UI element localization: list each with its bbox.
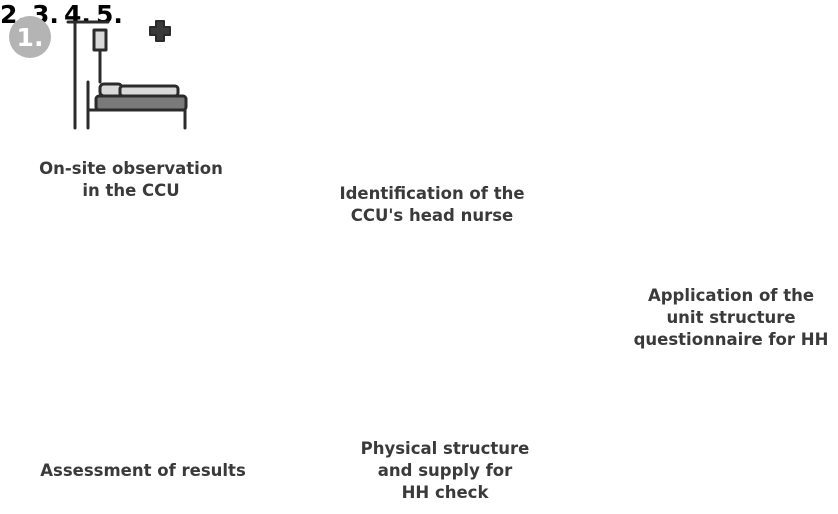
step-2-label-line-2: CCU's head nurse — [350, 206, 514, 225]
step-4-label-line-1: Physical structure — [360, 439, 530, 458]
step-1-label: On-site observation in the CCU — [16, 158, 246, 202]
step-5-label-line-1: Assessment of results — [40, 461, 246, 480]
step-1-label-line-2: in the CCU — [82, 181, 180, 200]
arrow-4-to-5: 5. On-site observation in the CCU Identi… — [39, 0, 828, 502]
step-4-badge: 4. — [64, 0, 96, 29]
step-4-label: Physical structure and supply for HH che… — [340, 438, 550, 504]
step-2-label-line-1: Identification of the — [339, 184, 525, 203]
step-3-label-line-1: Application of the — [647, 286, 815, 305]
step-4-label-line-3: HH check — [401, 483, 489, 502]
step-5-number: 5. — [96, 0, 123, 29]
step-1-badge: 1. — [9, 16, 51, 58]
step-3-label-line-3: questionnaire for HH — [633, 330, 829, 349]
step-1-number: 1. — [17, 23, 44, 52]
step-1-label-line-1: On-site observation — [39, 159, 223, 178]
hospital-bed-icon — [66, 20, 188, 130]
step-3-label: Application of the unit structure questi… — [626, 285, 836, 351]
step-4-number: 4. — [64, 0, 91, 29]
step-4-label-line-2: and supply for — [377, 461, 513, 480]
step-5-label: Assessment of results — [22, 460, 264, 482]
step-2-label: Identification of the CCU's head nurse — [318, 183, 546, 227]
arrow-2-to-3: 3. 4. — [32, 0, 828, 502]
step-3-label-line-2: unit structure — [666, 308, 796, 327]
arrow-3-to-4: 4. 5. On-site observation in the CCU — [39, 0, 828, 502]
step-5-badge: 5. — [96, 0, 123, 29]
